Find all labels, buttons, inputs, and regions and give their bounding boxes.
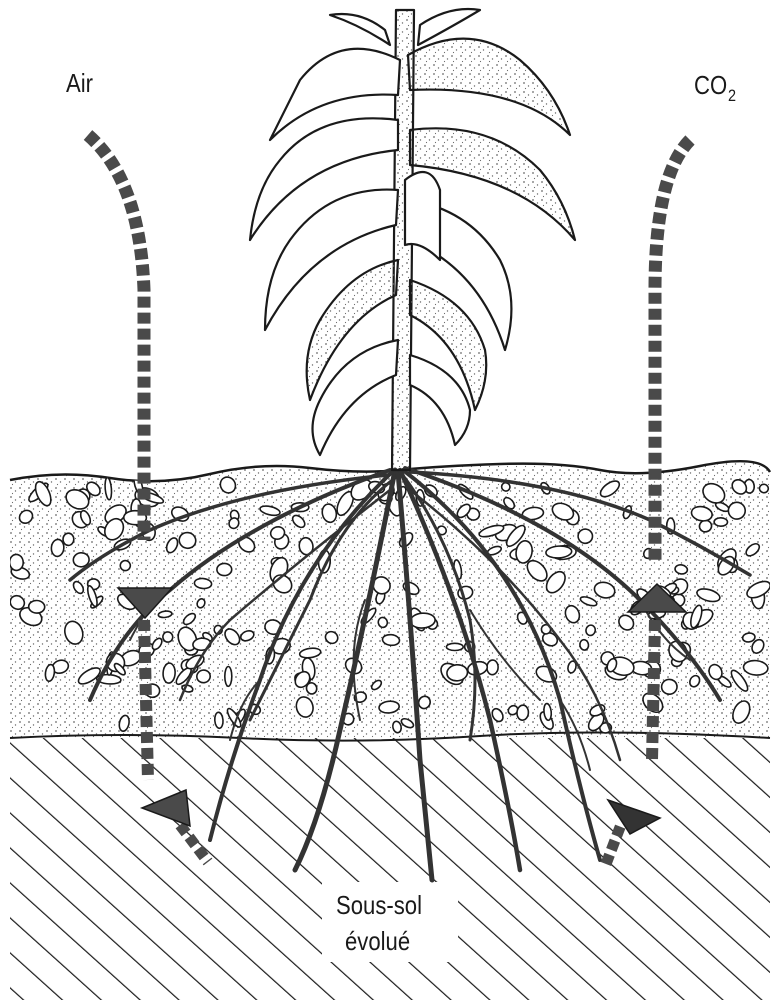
pebble <box>516 705 528 721</box>
co2-label-main: CO <box>694 70 727 100</box>
pebble <box>487 660 499 675</box>
pebble <box>579 639 589 651</box>
pebble <box>378 617 389 628</box>
co2-flow-path-deep <box>652 620 655 760</box>
co2-label-subscript: 2 <box>728 86 736 105</box>
pebble <box>217 563 232 575</box>
pebble <box>163 663 176 684</box>
pebble <box>446 643 463 650</box>
maize-plant <box>250 9 575 470</box>
pebble <box>728 502 746 520</box>
pebble <box>714 518 728 527</box>
pebble <box>759 483 769 493</box>
pebble <box>214 712 223 729</box>
co2-label: CO2 <box>694 70 736 101</box>
subsoil-label-line1: Sous-sol <box>336 890 422 921</box>
pebble <box>51 539 65 557</box>
subsoil-label-line2: évolué <box>345 926 410 957</box>
pebble <box>9 554 23 571</box>
pebble <box>28 600 45 613</box>
air-label: Air <box>66 68 93 99</box>
pebble <box>63 533 74 546</box>
pebble <box>225 667 232 687</box>
